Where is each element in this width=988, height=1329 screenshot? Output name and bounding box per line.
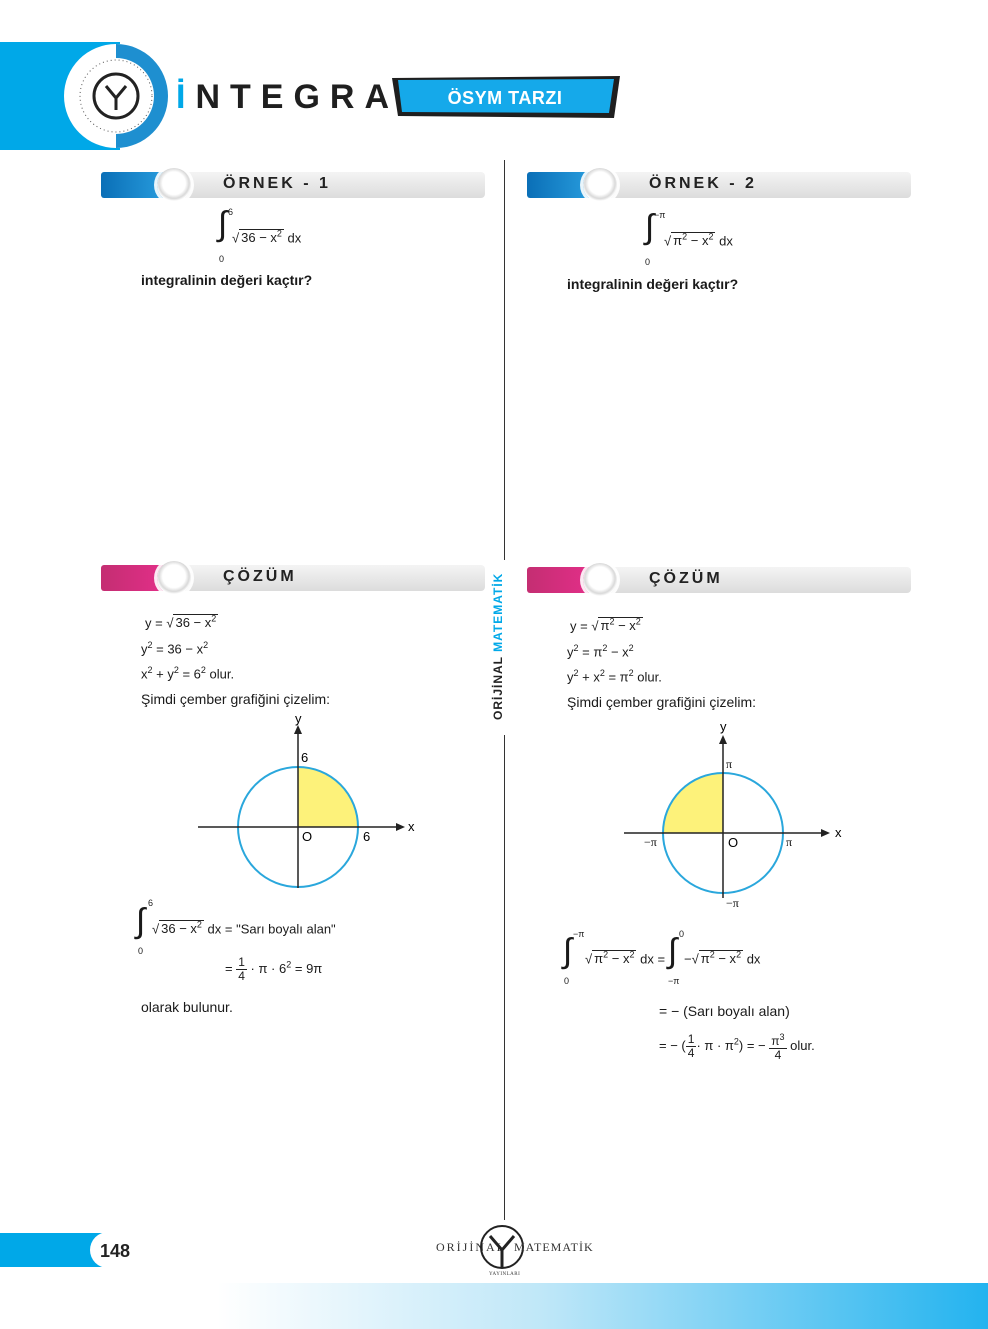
integral-sign: ∫ (136, 902, 146, 940)
solution-2-integral: √π2 − x2 dx = (585, 950, 666, 967)
solution-1-header: ÇÖZÜM (101, 561, 485, 595)
footer-gradient (0, 1283, 988, 1329)
origin-label: O (728, 835, 738, 850)
x-axis-label: x (408, 819, 415, 834)
upper-limit: −π (573, 929, 585, 939)
lower-limit: 0 (138, 946, 144, 956)
page-number-tab (90, 1232, 150, 1268)
solution-2-area: = − (Sarı boyalı alan) (659, 1003, 790, 1019)
upper-limit: −π (654, 210, 666, 220)
circle-graph-1: y x O 6 6 (198, 711, 415, 888)
tag-shape (392, 76, 620, 118)
top-label: π (726, 757, 732, 771)
left-label: −π (644, 835, 657, 849)
brand-left: ORİJİNAL (436, 1240, 506, 1254)
lower-limit: 0 (564, 976, 570, 986)
integral-sign: ∫ (668, 932, 678, 970)
example-2-header: ÖRNEK - 2 (527, 168, 911, 202)
lower-limit: 0 (645, 257, 651, 267)
question-1: integralinin değeri kaçtır? (141, 272, 313, 288)
y-axis-label: y (295, 711, 302, 726)
page-title: İNTEGRAL (176, 78, 430, 116)
column-divider-bottom (504, 735, 505, 1220)
solution-1-line-1: y = √36 − x2 (145, 614, 219, 631)
circle-graph-2: y x O π π −π −π (624, 719, 842, 910)
upper-limit: 6 (228, 207, 234, 217)
origin-label: O (302, 829, 312, 844)
top-label: 6 (301, 750, 308, 765)
solution-2-line-2: y2 = π2 − x2 (567, 643, 634, 660)
solution-2-line-1: y = √π2 − x2 (570, 617, 643, 634)
brand-subtitle: YAYINLARI (489, 1272, 521, 1277)
right-label: 6 (363, 829, 370, 844)
x-axis-label: x (835, 825, 842, 840)
integral-sign: ∫ (563, 932, 573, 970)
upper-limit: 6 (148, 898, 154, 908)
integrand: √36 − x2 dx (232, 229, 302, 246)
solution-1-conclusion: olarak bulunur. (141, 999, 233, 1015)
tag-label: ÖSYM TARZI (447, 88, 563, 108)
integral-sign: ∫ (218, 205, 228, 243)
upper-limit: 0 (679, 929, 685, 939)
integrand: √π2 − x2 dx (664, 232, 733, 249)
column-divider-top (504, 160, 505, 560)
y-axis-label: y (720, 719, 727, 734)
lower-limit: 0 (219, 254, 225, 264)
solution-1-line-2: y2 = 36 − x2 (141, 640, 209, 657)
brand-logo-icon (480, 1225, 524, 1269)
bottom-label: −π (726, 896, 739, 910)
example-1-header: ÖRNEK - 1 (101, 168, 485, 202)
logo-disc (64, 44, 168, 148)
side-label: ORİJİNAL MATEMATİK (491, 572, 505, 720)
solution-2-intro: Şimdi çember grafiğini çizelim: (567, 694, 757, 710)
integral-sign: ∫ (645, 208, 655, 246)
solution-2-integral-neg: −√π2 − x2 dx (684, 950, 761, 967)
page-number: 148 (100, 1241, 131, 1261)
right-label: π (786, 835, 792, 849)
brand-right: MATEMATİK (514, 1240, 594, 1254)
solution-1-intro: Şimdi çember grafiğini çizelim: (141, 691, 331, 707)
solution-2-header: ÇÖZÜM (527, 563, 911, 597)
solution-1-line-3: x2 + y2 = 62 olur. (141, 665, 235, 682)
question-2: integralinin değeri kaçtır? (567, 276, 739, 292)
solution-2-line-3: y2 + x2 = π2 olur. (567, 668, 662, 685)
lower-limit: −π (668, 976, 680, 986)
solution-1-integral: √36 − x2 dx = "Sarı boyalı alan" (152, 920, 336, 937)
